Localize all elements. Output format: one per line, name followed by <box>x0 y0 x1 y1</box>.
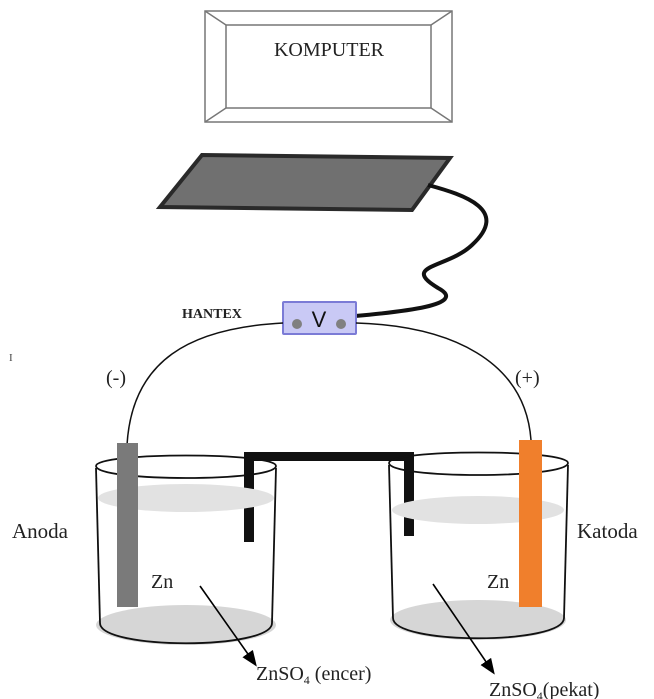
cathode-metal-label: Zn <box>487 571 509 593</box>
positive-polarity-label: (+) <box>515 367 540 389</box>
right-solution-bottom <box>390 600 566 640</box>
left-solution-label: ZnSO4 (encer) <box>256 663 371 687</box>
voltmeter-positive-terminal <box>336 319 346 329</box>
hantex-label: HANTEX <box>182 307 242 322</box>
interface-panel <box>155 152 454 213</box>
voltmeter-negative-terminal <box>292 319 302 329</box>
left-solution-surface <box>98 484 274 512</box>
left-solution-arrow <box>199 585 257 667</box>
computer-monitor: KOMPUTER <box>204 10 453 123</box>
anode-label: Anoda <box>12 519 69 543</box>
anode-electrode <box>117 443 138 607</box>
stray-mark: I <box>9 352 13 364</box>
left-beaker <box>95 454 277 645</box>
wire-positive <box>355 322 532 441</box>
cathode-label: Katoda <box>577 519 638 543</box>
cathode-electrode <box>519 440 542 607</box>
right-solution-label: ZnSO4(pekat) <box>489 679 599 699</box>
left-solution-bottom <box>96 605 276 645</box>
negative-polarity-label: (-) <box>106 367 126 389</box>
voltmeter: V <box>282 301 357 335</box>
anode-metal-label: Zn <box>151 571 173 593</box>
right-solution-arrow <box>432 583 495 675</box>
data-cable <box>354 183 489 318</box>
computer-label: KOMPUTER <box>274 39 385 61</box>
voltmeter-symbol: V <box>312 307 327 332</box>
wire-negative <box>126 322 284 446</box>
